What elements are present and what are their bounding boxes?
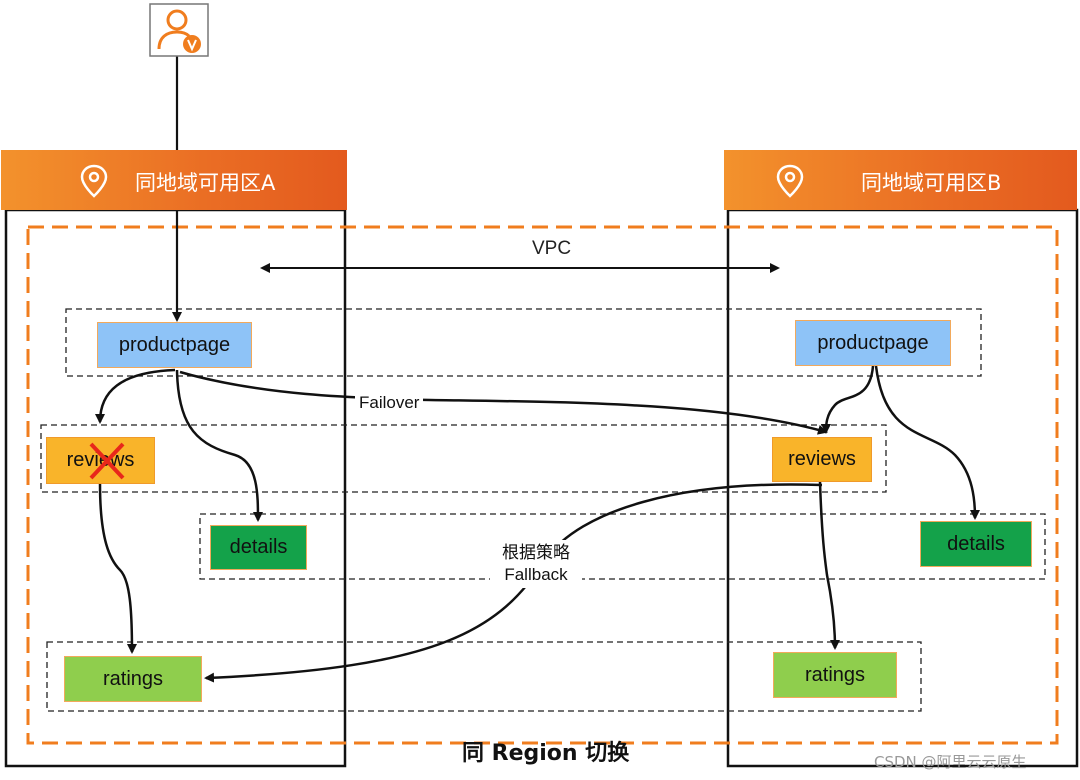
user-avatar-icon — [149, 3, 209, 57]
zone-a-title: 同地域可用区A — [135, 171, 276, 195]
productpage-a: productpage — [97, 322, 252, 368]
tier-ratings — [46, 641, 922, 712]
edge-productpage-a-to-details-a — [175, 369, 263, 522]
details-b: details — [920, 521, 1032, 567]
location-pin-icon — [80, 164, 108, 198]
edge-reviews-b-to-ratings-b — [818, 481, 840, 650]
fallback-label: 根据策略 Fallback — [490, 540, 582, 588]
edge-productpage-b-to-details-b — [874, 365, 980, 520]
tier-details — [199, 513, 1046, 580]
zone-b-header: 同地域可用区B — [724, 150, 1077, 210]
watermark: CSDN @阿里云云原生 — [874, 753, 1027, 771]
fallback-label-line1: 根据策略 — [502, 543, 570, 562]
reviews-a: reviews — [46, 437, 155, 484]
ratings-a: ratings — [64, 656, 202, 702]
edge-productpage-b-to-reviews-b — [821, 365, 875, 434]
tier-productpage — [65, 308, 982, 377]
vpc-label: VPC — [532, 238, 572, 259]
zone-a-header: 同地域可用区A — [1, 150, 347, 210]
edge-failover — [179, 370, 828, 435]
vpc-boundary — [26, 225, 1059, 745]
tier-reviews — [40, 424, 887, 493]
ratings-b: ratings — [773, 652, 897, 698]
reviews-a-label: reviews — [66, 449, 135, 471]
footer-title: 同 Region 切换 — [462, 741, 630, 766]
location-pin-icon — [776, 164, 804, 198]
productpage-b: productpage — [795, 320, 951, 366]
reviews-b: reviews — [772, 437, 872, 482]
edge-productpage-a-to-reviews-a — [95, 368, 176, 424]
red-x-icon — [89, 442, 125, 480]
fallback-label-line2: Fallback — [504, 565, 568, 584]
zone-b-title: 同地域可用区B — [861, 171, 1002, 195]
failover-label: Failover — [355, 392, 424, 414]
details-a: details — [210, 525, 307, 570]
edge-reviews-a-to-ratings-a — [98, 483, 137, 654]
zone-a-container — [4, 208, 347, 768]
